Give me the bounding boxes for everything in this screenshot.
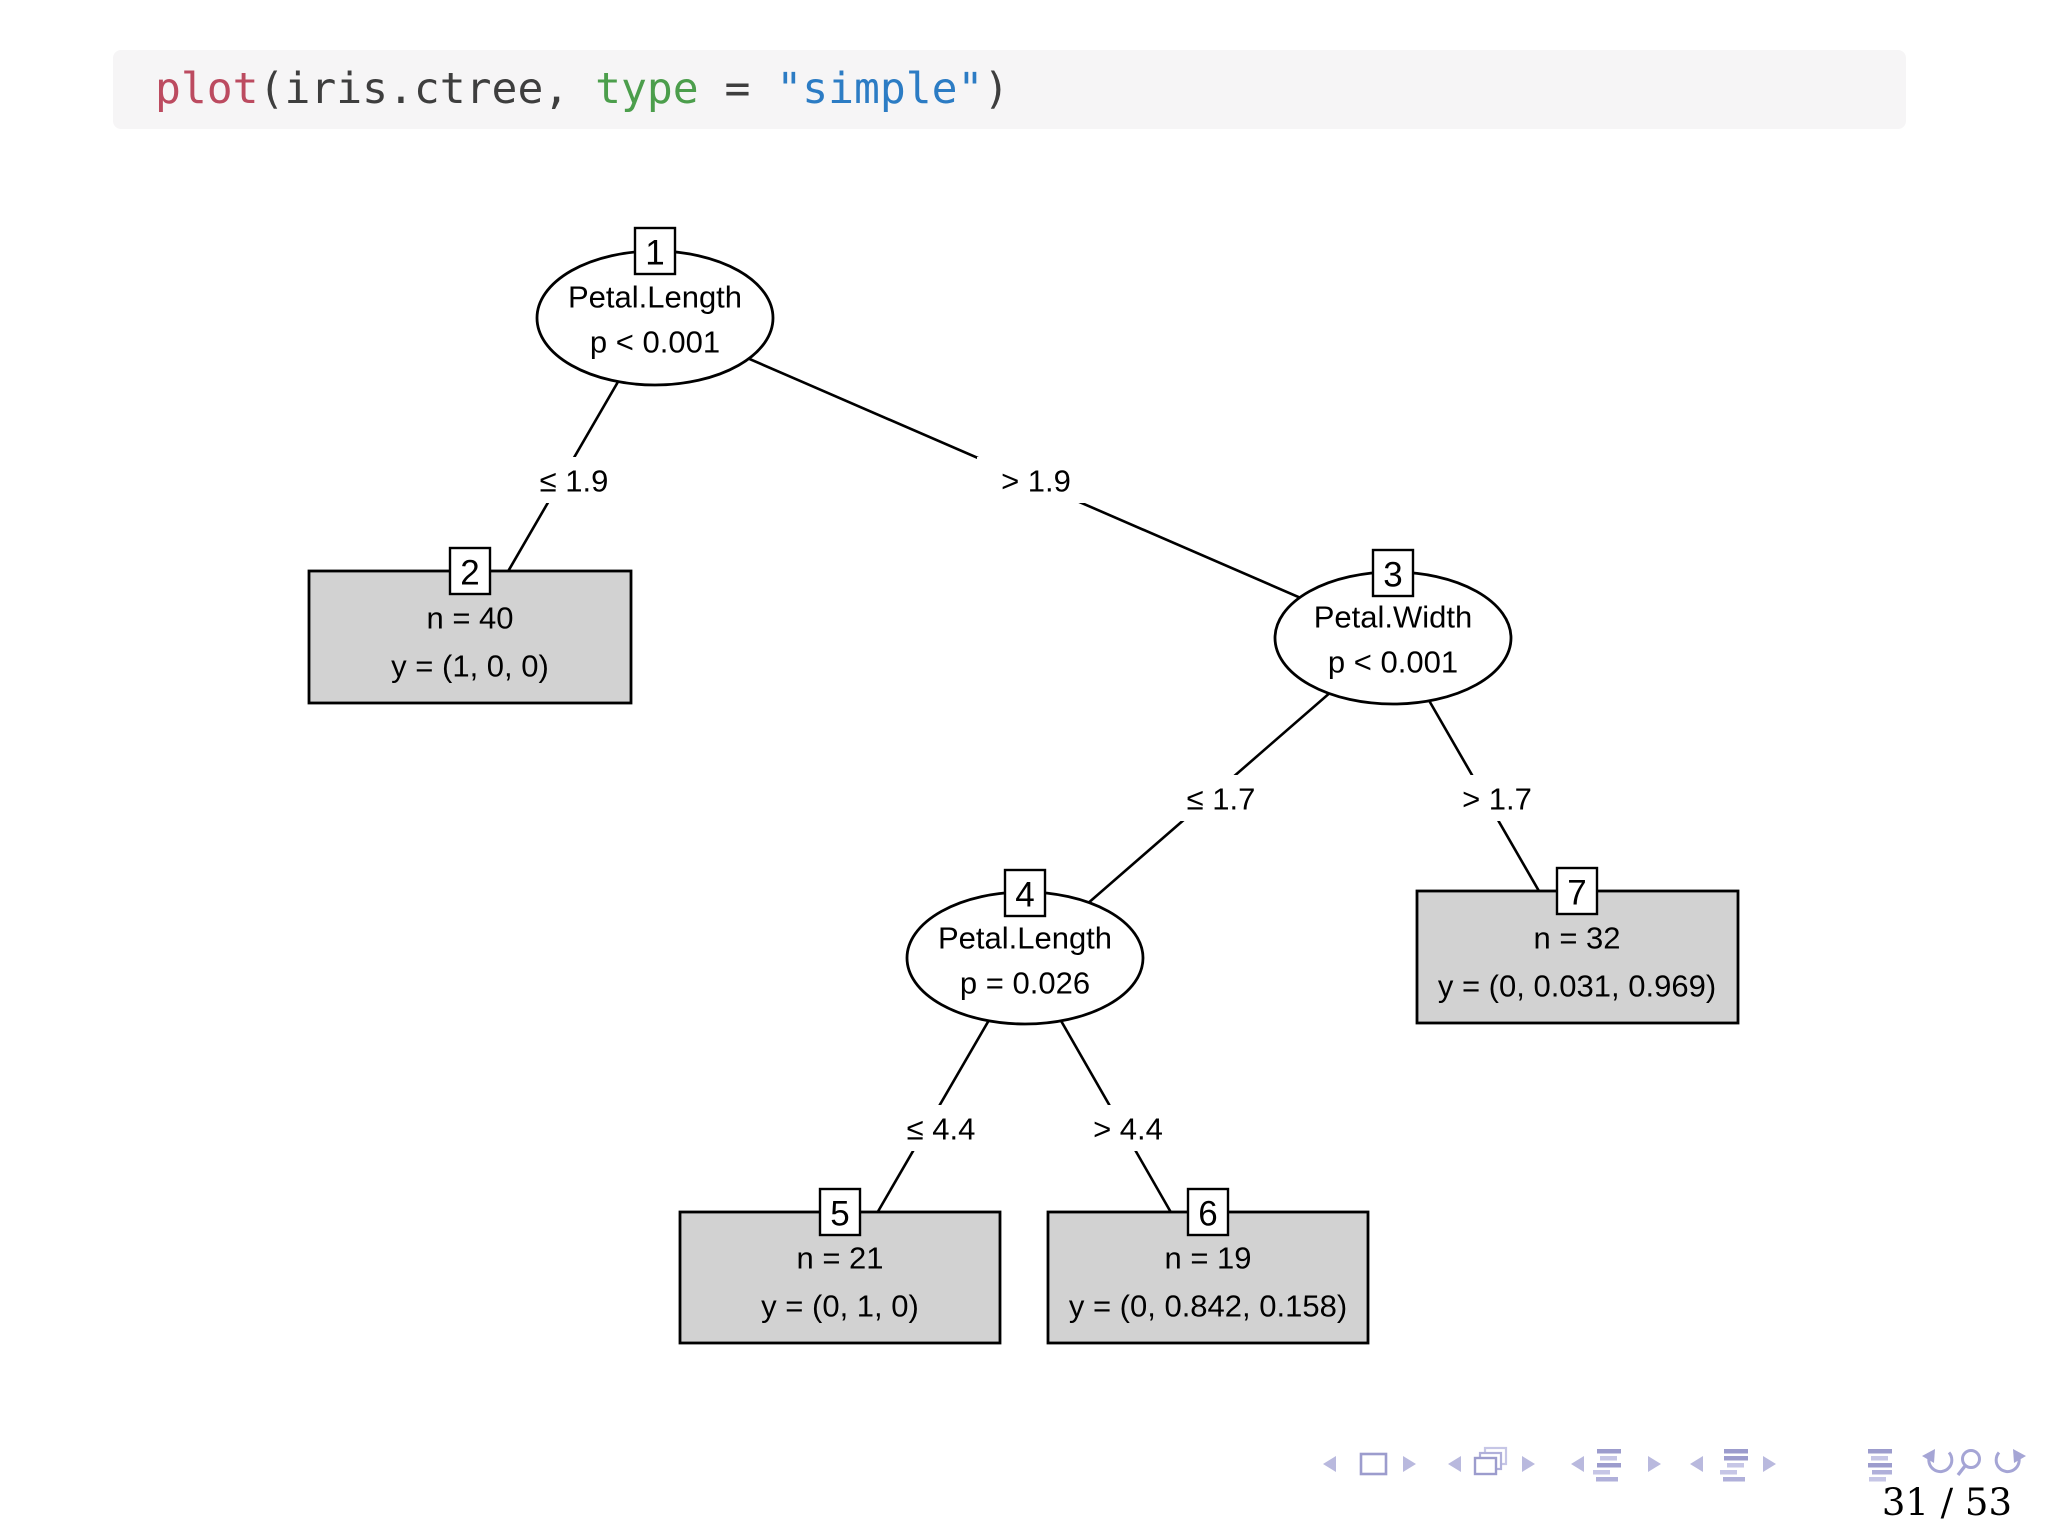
svg-text:2: 2 bbox=[460, 554, 479, 593]
code-token-plain: ) bbox=[983, 64, 1010, 114]
svg-text:p < 0.001: p < 0.001 bbox=[1328, 645, 1458, 680]
svg-text:> 1.7: > 1.7 bbox=[1462, 782, 1532, 817]
edge-label-gt-4.4: > 4.4 bbox=[1069, 1105, 1187, 1151]
code-token-plain: = bbox=[698, 64, 777, 114]
beamer-nav-bar bbox=[1323, 1446, 2026, 1482]
node-badges: 1 2 3 4 5 6 7 bbox=[448, 226, 1599, 1237]
svg-text:5: 5 bbox=[830, 1195, 849, 1234]
svg-text:6: 6 bbox=[1198, 1195, 1217, 1234]
next-subsection-arrow-icon[interactable] bbox=[1648, 1456, 1661, 1472]
node-badge-2: 2 bbox=[448, 546, 492, 596]
frame-icon[interactable] bbox=[1359, 1452, 1388, 1476]
svg-text:> 1.9: > 1.9 bbox=[1001, 464, 1071, 499]
svg-text:≤ 1.7: ≤ 1.7 bbox=[1187, 782, 1256, 817]
svg-text:7: 7 bbox=[1567, 874, 1586, 913]
node-badge-3: 3 bbox=[1371, 548, 1415, 598]
svg-text:Petal.Width: Petal.Width bbox=[1314, 600, 1473, 635]
svg-text:n = 32: n = 32 bbox=[1533, 921, 1620, 956]
node-badge-6: 6 bbox=[1186, 1187, 1230, 1237]
appendix-toc-icon[interactable] bbox=[1868, 1449, 1892, 1482]
edge-labels: ≤ 1.9 > 1.9 ≤ 1.7 > 1.7 ≤ 4.4 > 4.4 bbox=[515, 457, 1556, 1151]
svg-text:≤ 4.4: ≤ 4.4 bbox=[907, 1112, 976, 1147]
svg-text:n = 21: n = 21 bbox=[796, 1241, 883, 1276]
redo-icon[interactable] bbox=[1994, 1449, 2026, 1473]
node-badge-7: 7 bbox=[1555, 866, 1599, 916]
prev-frame-arrow-icon[interactable] bbox=[1448, 1456, 1461, 1472]
code-block: plot(iris.ctree, type = "simple") bbox=[113, 50, 1906, 129]
next-frame-arrow-icon[interactable] bbox=[1522, 1456, 1535, 1472]
svg-text:n = 19: n = 19 bbox=[1164, 1241, 1251, 1276]
prev-section-arrow-icon[interactable] bbox=[1690, 1456, 1703, 1472]
svg-text:> 4.4: > 4.4 bbox=[1093, 1112, 1163, 1147]
node-badge-4: 4 bbox=[1003, 868, 1047, 918]
edge-label-gt-1.7: > 1.7 bbox=[1438, 775, 1556, 821]
prev-subsection-arrow-icon[interactable] bbox=[1571, 1456, 1584, 1472]
section-toc-icon[interactable] bbox=[1720, 1449, 1748, 1482]
next-slide-arrow-icon[interactable] bbox=[1403, 1456, 1416, 1472]
prev-slide-arrow-icon[interactable] bbox=[1323, 1456, 1336, 1472]
svg-text:4: 4 bbox=[1015, 876, 1034, 915]
code-token-argument: type bbox=[595, 64, 699, 114]
edge-label-le-1.9: ≤ 1.9 bbox=[515, 457, 633, 503]
tree-node-1: Petal.Length p < 0.001 bbox=[535, 249, 775, 387]
edge-label-le-1.7: ≤ 1.7 bbox=[1162, 775, 1280, 821]
next-section-arrow-icon[interactable] bbox=[1763, 1456, 1776, 1472]
svg-text:1: 1 bbox=[645, 234, 664, 273]
svg-text:≤ 1.9: ≤ 1.9 bbox=[540, 464, 609, 499]
svg-text:n = 40: n = 40 bbox=[426, 601, 513, 636]
svg-text:y = (0, 1, 0): y = (0, 1, 0) bbox=[761, 1289, 919, 1324]
edge-label-le-4.4: ≤ 4.4 bbox=[882, 1105, 1000, 1151]
svg-text:y = (0, 0.031, 0.969): y = (0, 0.031, 0.969) bbox=[1438, 969, 1716, 1004]
svg-text:Petal.Length: Petal.Length bbox=[568, 280, 742, 315]
tree-node-3: Petal.Width p < 0.001 bbox=[1273, 570, 1513, 706]
node-badge-1: 1 bbox=[633, 226, 677, 276]
frame-stack-icon[interactable] bbox=[1473, 1446, 1508, 1476]
subsection-toc-icon[interactable] bbox=[1593, 1449, 1621, 1482]
svg-text:3: 3 bbox=[1383, 556, 1402, 595]
code-token-string: "simple" bbox=[776, 64, 984, 114]
svg-text:p = 0.026: p = 0.026 bbox=[960, 966, 1090, 1001]
svg-text:y = (0, 0.842, 0.158): y = (0, 0.842, 0.158) bbox=[1069, 1289, 1347, 1324]
edge-label-gt-1.9: > 1.9 bbox=[977, 457, 1095, 503]
node-badge-5: 5 bbox=[818, 1187, 862, 1237]
tree-node-4: Petal.Length p = 0.026 bbox=[905, 890, 1145, 1026]
page-number: 31 / 53 bbox=[1881, 1481, 2012, 1524]
svg-text:p < 0.001: p < 0.001 bbox=[590, 325, 720, 360]
code-token-function: plot bbox=[155, 64, 259, 114]
svg-text:Petal.Length: Petal.Length bbox=[938, 921, 1112, 956]
search-icon[interactable] bbox=[1956, 1449, 1981, 1477]
svg-text:y = (1, 0, 0): y = (1, 0, 0) bbox=[391, 649, 549, 684]
undo-icon[interactable] bbox=[1922, 1449, 1954, 1473]
code-token-plain: (iris.ctree, bbox=[258, 64, 596, 114]
